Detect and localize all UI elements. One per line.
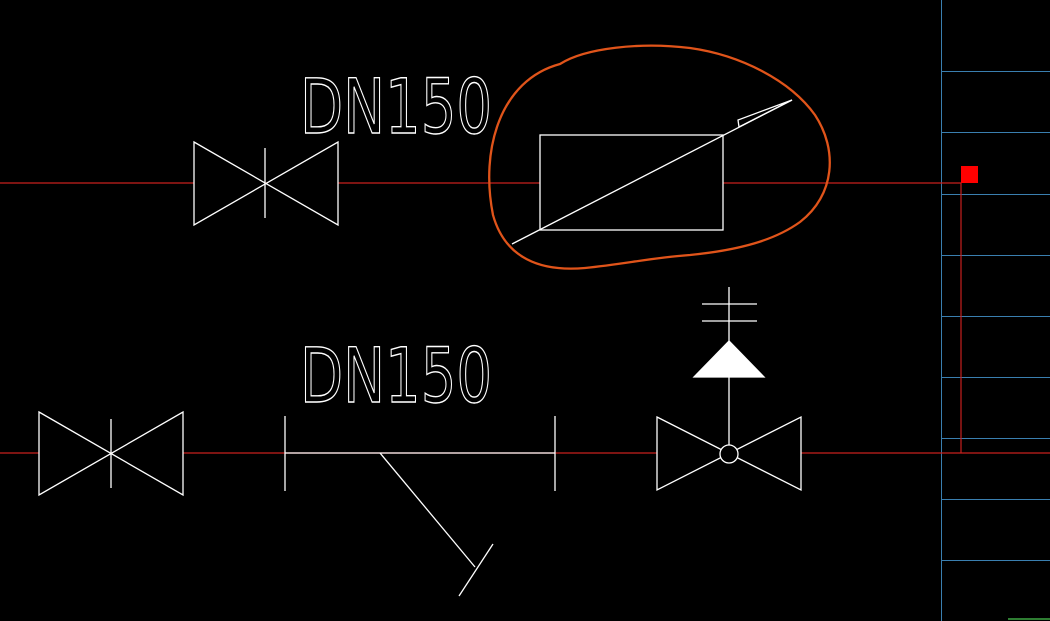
- annotation-circle: [488, 44, 831, 270]
- pipe-size-label-upper: DN150: [300, 62, 492, 151]
- upper-gate-valve[interactable]: [193, 140, 339, 227]
- selection-grip[interactable]: [961, 166, 978, 183]
- right-grid-panel: [941, 0, 1050, 621]
- actuator-triangle: [692, 340, 766, 378]
- strainer-branch: [379, 452, 476, 568]
- variable-resistor-symbol[interactable]: [511, 99, 793, 245]
- adjust-arrow-head: [737, 99, 793, 128]
- strainer-cap: [458, 543, 494, 597]
- control-valve[interactable]: [656, 287, 802, 492]
- y-strainer[interactable]: [284, 416, 556, 597]
- pipe-size-label-lower: DN150: [300, 331, 492, 420]
- lower-gate-valve[interactable]: [38, 410, 184, 497]
- valve-bonnet: [719, 444, 739, 464]
- valve-body: [193, 140, 339, 227]
